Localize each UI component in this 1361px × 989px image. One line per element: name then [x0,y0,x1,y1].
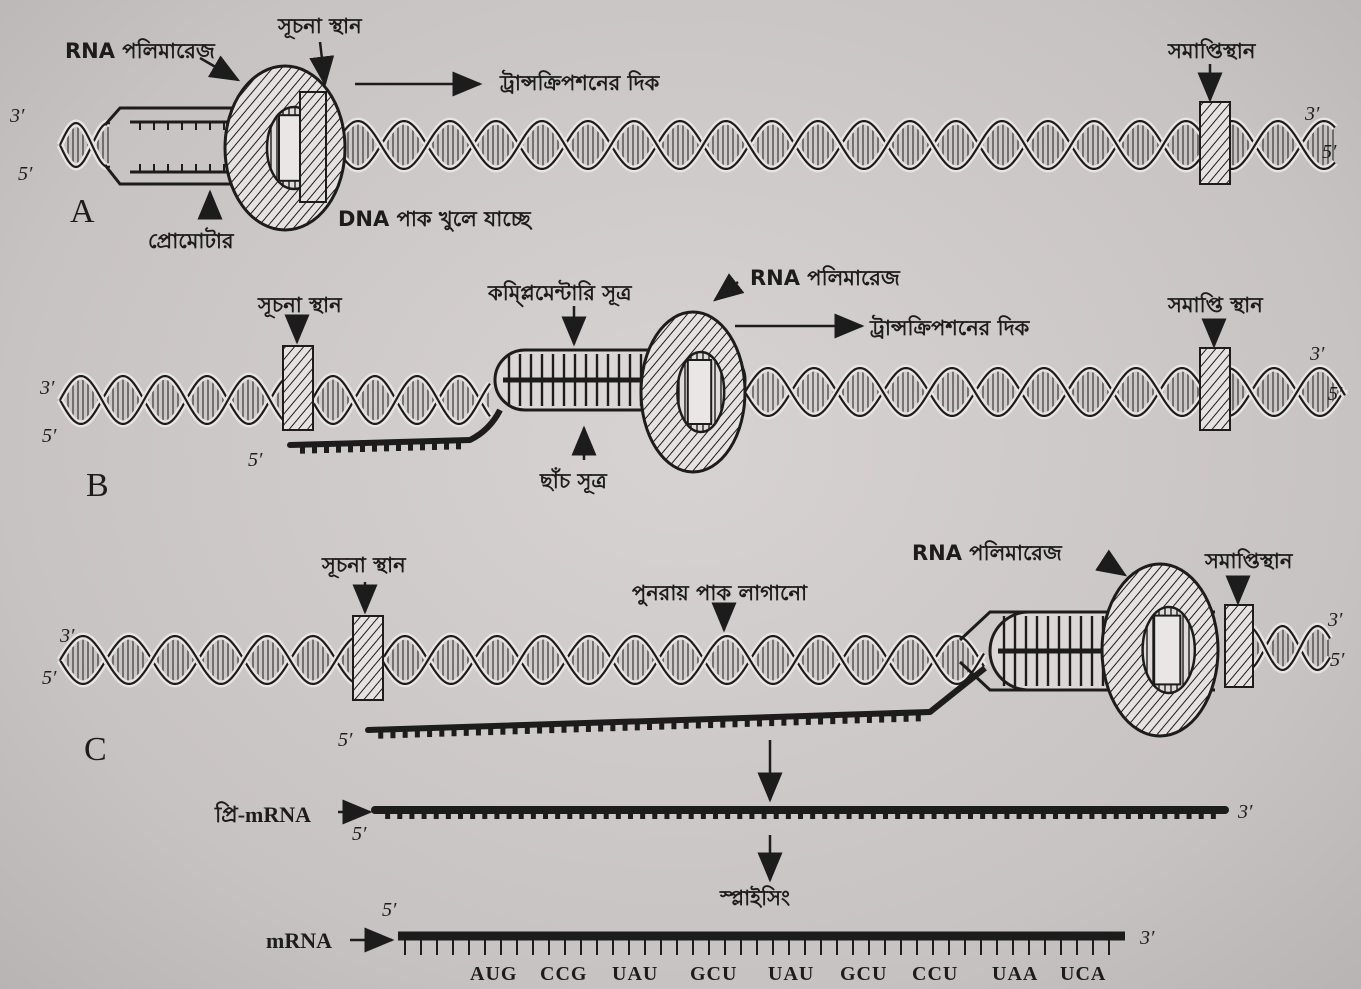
codon-4: GCU [690,963,737,985]
label-end-site-b: সমাপ্তি স্থান [1167,292,1264,317]
mrna-codons: AUG CCG UAU GCU UAU GCU CCU UAA UCA [470,963,1106,985]
mrna-strand [398,936,1125,955]
label-5prime-right-a: 5′ [1322,141,1337,163]
start-site-block-a [300,92,326,202]
helix-a-left [60,123,110,167]
codon-6: GCU [840,963,887,985]
rna-strand-b [290,440,470,454]
codon-9: UCA [1060,963,1106,985]
label-3prime-right-c: 3′ [1327,609,1343,631]
panel-letter-c: C [84,731,107,768]
label-rna-polymerase-b: RNA পলিমারেজ [750,265,901,290]
rna-polymerase-b [641,312,745,472]
label-5prime-left-c: 5′ [42,667,57,689]
label-complementary-b: কম্প্লিমেন্টারি সূত্র [487,279,633,308]
label-5prime-right-c: 5′ [1330,649,1345,671]
label-5prime-right-b: 5′ [1328,383,1343,405]
label-mrna: mRNA [266,928,332,953]
label-5prime-pre-mrna: 5′ [352,823,367,845]
panel-letter-b: B [86,467,109,504]
codon-3: UAU [612,963,658,985]
codon-8: UAA [992,963,1038,985]
end-site-block-a [1200,102,1230,184]
label-5prime-left-a: 5′ [18,163,33,185]
label-start-site-b: সূচনা স্থান [257,293,343,318]
codon-7: CCU [912,963,958,985]
label-3prime-right-b: 3′ [1309,343,1325,365]
label-end-site-c: সমাপ্তিস্থান [1204,548,1294,573]
label-promoter-a: প্রোমোটার [148,227,235,253]
rna-polymerase-c [1102,564,1218,736]
label-5prime-left-b: 5′ [42,425,57,447]
start-site-block-b [283,346,313,430]
label-3prime-left-c: 3′ [59,625,75,647]
pointer-rna-polymerase-b [715,282,738,300]
panel-letter-a: A [70,193,95,230]
codon-5: UAU [768,963,814,985]
start-site-block-c [353,616,383,700]
label-5prime-mrna: 5′ [382,899,397,921]
label-pre-mrna: প্রি-mRNA [214,801,311,827]
label-3prime-right-a: 3′ [1304,103,1320,125]
label-rna-polymerase-c: RNA পলিমারেজ [912,540,1063,565]
label-direction-a: ট্রান্সক্রিপশনের দিক [499,69,661,95]
label-splicing: স্প্লাইসিং [719,885,790,910]
label-end-site-a: সমাপ্তিস্থান [1167,38,1257,63]
label-rewinding-c: পুনরায় পাক লাগানো [632,581,808,606]
label-3prime-pre-mrna: 3′ [1237,801,1253,823]
label-unwinding-a: DNA পাক খুলে যাচ্ছে [338,207,533,232]
helix-b-left [60,376,490,424]
label-start-site-c: সূচনা স্থান [321,553,407,578]
label-start-site-a: সূচনা স্থান [277,14,363,39]
codon-2: CCG [540,963,587,985]
label-direction-b: ট্রান্সক্রিপশনের দিক [869,314,1031,340]
helix-a-right [335,121,1335,169]
helix-c-left [60,636,984,684]
label-5prime-rna-c: 5′ [338,729,353,751]
pointer-rna-polymerase-c [1102,560,1125,575]
codon-1: AUG [470,963,517,985]
label-3prime-left-a: 3′ [9,105,25,127]
pointer-start-site-a [320,42,325,84]
label-template-b: ছাঁচ সূত্র [539,467,608,494]
helix-b-right [745,368,1345,416]
label-5prime-rna-b: 5′ [248,449,263,471]
label-rna-polymerase-a: RNA পলিমারেজ [65,38,216,63]
end-site-block-c [1225,605,1253,687]
label-3prime-left-b: 3′ [39,377,55,399]
pre-mrna-strand [375,810,1225,819]
transcripts: প্রি-mRNA 5′ 3′ স্প্লাইসিং mRNA 5′ 3′ AU… [214,801,1253,985]
end-site-block-b [1200,348,1230,430]
label-3prime-mrna: 3′ [1139,927,1155,949]
rna-strand-c [368,712,930,739]
